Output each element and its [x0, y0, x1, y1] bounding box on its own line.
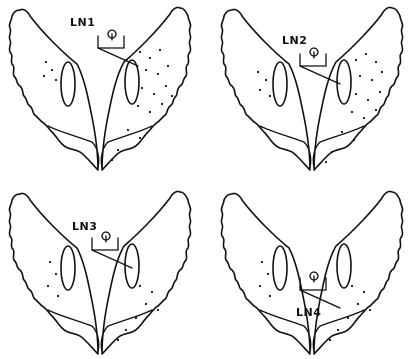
panel-1: LN1 [9, 7, 190, 170]
panel-2: LN2 [221, 7, 402, 170]
panel-3: LN3 [9, 191, 190, 354]
panel-2-dots [257, 53, 383, 163]
panel-3-label: LN3 [72, 220, 97, 233]
panel-4-label: LN4 [296, 306, 321, 319]
panel-2-label: LN2 [282, 34, 307, 47]
panel-1-label: LN1 [70, 16, 95, 29]
panel-4: LN4 [221, 191, 402, 354]
